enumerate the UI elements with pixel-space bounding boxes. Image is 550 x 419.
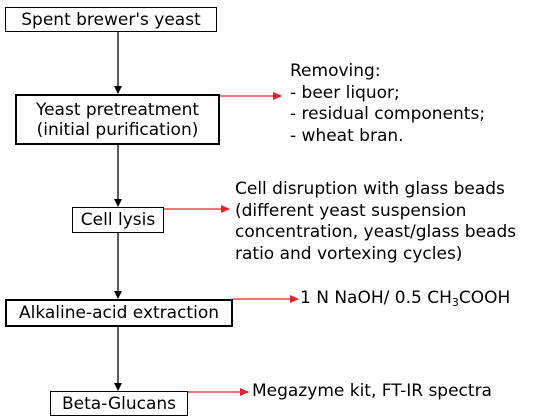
step-beta-glucans-label: Beta-Glucans [61, 393, 177, 414]
step-cell-lysis-label: Cell lysis [80, 210, 156, 230]
note-lysis: Cell disruption with glass beads (differ… [235, 179, 516, 265]
note-extraction: 1 N NaOH/ 0.5 CH3COOH [300, 288, 510, 308]
note-extraction-part1: 1 N NaOH/ 0.5 CH [300, 288, 452, 308]
step-cell-lysis: Cell lysis [72, 207, 164, 233]
step-spent-yeast: Spent brewer's yeast [5, 7, 217, 32]
step-pretreatment-line2: (initial purification) [36, 119, 199, 140]
step-pretreatment: Yeast pretreatment (initial purification… [15, 94, 220, 145]
note-analysis-text: Megazyme kit, FT-IR spectra [252, 381, 492, 401]
note-removing: Removing: - beer liquor; - residual comp… [290, 61, 485, 147]
note-removing-title: Removing: [290, 61, 381, 81]
step-spent-yeast-label: Spent brewer's yeast [21, 9, 201, 30]
note-lysis-line: Cell disruption with glass beads [235, 179, 505, 199]
note-removing-item: - residual components; [290, 104, 486, 124]
note-lysis-line: (different yeast suspension [235, 200, 467, 221]
note-lysis-line: concentration, yeast/glass beads [235, 222, 517, 242]
note-extraction-subscript: 3 [451, 296, 459, 309]
note-removing-item: - beer liquor; [290, 82, 400, 103]
note-analysis: Megazyme kit, FT-IR spectra [252, 381, 492, 403]
step-pretreatment-line1: Yeast pretreatment [35, 99, 200, 120]
note-extraction-part2: COOH [458, 288, 511, 308]
step-alkaline-acid-label: Alkaline-acid extraction [18, 303, 219, 323]
step-beta-glucans: Beta-Glucans [50, 391, 188, 416]
note-removing-item: - wheat bran. [290, 125, 404, 146]
step-alkaline-acid: Alkaline-acid extraction [5, 299, 233, 327]
note-lysis-line: ratio and vortexing cycles) [235, 243, 463, 264]
